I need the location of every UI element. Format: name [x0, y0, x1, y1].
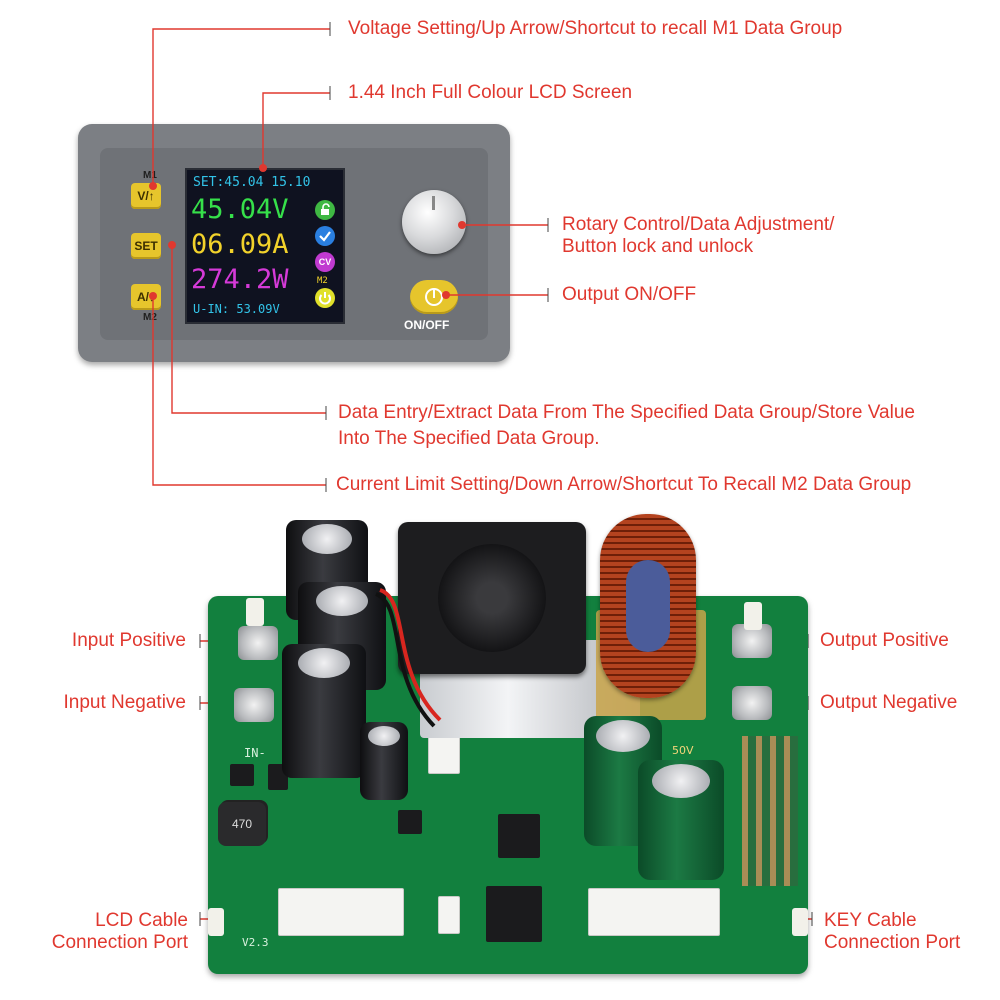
fan-connector	[428, 734, 460, 774]
input-negative-terminal	[234, 688, 274, 722]
mount-post-left	[246, 598, 264, 626]
key-cable-port	[588, 888, 720, 936]
standoff-left	[208, 908, 224, 936]
callout-output-negative: Output Negative	[820, 692, 958, 713]
lcd-current: 06.09A	[191, 229, 289, 260]
callout-input-positive: Input Positive	[71, 630, 186, 651]
knob-indicator	[432, 196, 435, 210]
callout-voltage-setting: Voltage Setting/Up Arrow/Shortcut to rec…	[348, 18, 843, 39]
lcd-cable-port	[278, 888, 404, 936]
inductor-470: 470	[218, 802, 266, 846]
lcd-set-line: SET:45.04 15.10	[193, 175, 311, 190]
set-button[interactable]: SET	[131, 233, 161, 259]
callout-rotary-line1: Rotary Control/Data Adjustment/	[562, 214, 835, 235]
callout-key-cable-line2: Connection Port	[824, 932, 961, 953]
capacitor-rating: 50V	[672, 744, 694, 757]
callout-current-limit: Current Limit Setting/Down Arrow/Shortcu…	[336, 474, 912, 495]
callout-lcd-screen: 1.44 Inch Full Colour LCD Screen	[348, 82, 633, 103]
input-capacitor-3	[282, 644, 366, 778]
mcu-chip	[486, 886, 542, 942]
check-icon	[315, 226, 335, 246]
callout-data-entry-line1: Data Entry/Extract Data From The Specifi…	[338, 402, 915, 423]
controller-chip	[498, 814, 540, 858]
power-status-icon	[315, 288, 335, 308]
silk-version: V2.3	[242, 936, 269, 949]
chip-3	[398, 810, 422, 834]
input-positive-terminal	[238, 626, 278, 660]
callout-lcd-cable-line1: LCD Cable	[95, 910, 188, 931]
callout-data-entry-line2: Into The Specified Data Group.	[338, 428, 600, 449]
fan-blades	[438, 544, 546, 652]
memory-indicator: M2	[317, 276, 328, 286]
unlock-icon	[315, 200, 335, 220]
output-onoff-button[interactable]	[410, 280, 458, 314]
chip-1	[230, 764, 254, 786]
lcd-voltage: 45.04V	[191, 194, 289, 225]
power-icon	[425, 288, 443, 306]
small-connector	[438, 896, 460, 934]
cv-mode-badge: CV	[315, 252, 335, 272]
callout-key-cable-line1: KEY Cable	[824, 910, 917, 931]
callout-rotary-line2: Button lock and unlock	[562, 236, 754, 257]
standoff-right	[792, 908, 808, 936]
small-capacitor	[360, 722, 408, 800]
lcd-power: 274.2W	[191, 264, 289, 295]
cooling-fan	[398, 522, 586, 674]
callout-output-positive: Output Positive	[820, 630, 949, 651]
output-pins	[742, 736, 798, 886]
onoff-label: ON/OFF	[404, 318, 450, 332]
lcd-screen: SET:45.04 15.10 45.04V 06.09A 274.2W U-I…	[185, 168, 345, 324]
rotary-knob[interactable]	[402, 190, 466, 254]
output-negative-terminal	[732, 686, 772, 720]
m1-tag: M1	[143, 170, 157, 181]
callout-input-negative: Input Negative	[63, 692, 186, 713]
callout-lcd-cable-line2: Connection Port	[51, 932, 188, 953]
toroidal-inductor	[600, 514, 696, 698]
callout-output-onoff: Output ON/OFF	[562, 284, 697, 305]
silk-in-label: IN-	[244, 746, 266, 760]
fan-wires	[375, 588, 442, 728]
mount-post-right	[744, 602, 762, 630]
output-capacitor-2	[638, 760, 724, 880]
inductor-core	[626, 560, 670, 652]
m2-tag: M2	[143, 312, 157, 323]
lcd-input-voltage: U-IN: 53.09V	[193, 302, 280, 316]
